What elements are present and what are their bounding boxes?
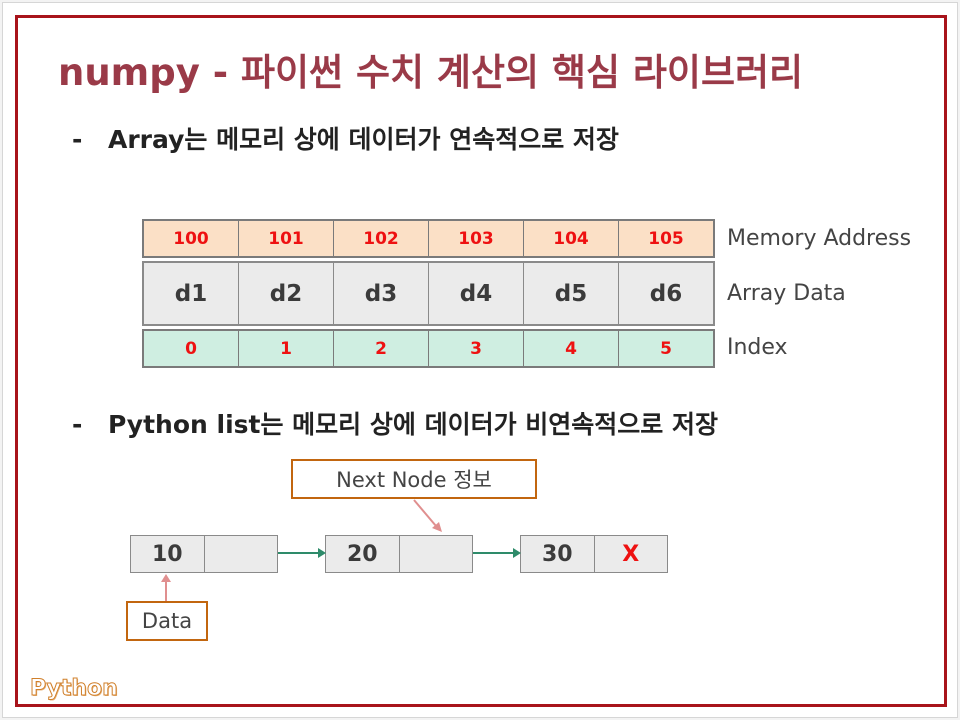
bullet-text: Python list는 메모리 상에 데이터가 비연속적으로 저장 [108,410,718,439]
python-logo-text: Python [30,676,119,702]
index-cell: 3 [429,331,524,366]
index-cell: 4 [524,331,619,366]
array-data-row: d1 d2 d3 d4 d5 d6 [142,261,715,326]
index-cell: 5 [660,338,672,359]
data-cell: d3 [334,263,429,324]
index-cell: 2 [334,331,429,366]
list-node: 30 X [520,535,668,573]
array-data-label: Array Data [727,281,846,306]
next-node-callout: Next Node 정보 [291,459,537,499]
link-arrow-icon [278,548,326,558]
node-next-pointer [205,536,278,572]
index-label: Index [727,335,788,360]
list-node: 10 [130,535,278,573]
bullet-array: -Array는 메모리 상에 데이터가 연속적으로 저장 [72,120,619,156]
node-value: 30 [521,536,595,572]
bullet-dash: - [72,125,83,154]
address-cell: 102 [334,221,429,256]
index-cell: 1 [239,331,334,366]
node-null-pointer: X [622,541,640,567]
address-cell: 104 [524,221,619,256]
bullet-text: Array는 메모리 상에 데이터가 연속적으로 저장 [108,125,619,154]
node-next-pointer [400,536,473,572]
data-cell: d6 [649,280,683,307]
data-pointer-arrow-icon [161,574,171,602]
data-cell: d4 [429,263,524,324]
address-cell: 101 [239,221,334,256]
address-cell: 100 [144,221,239,256]
slide-frame [15,15,947,707]
index-cell: 0 [144,331,239,366]
link-arrow-icon [473,548,521,558]
address-cell: 105 [648,228,684,249]
data-cell: d2 [239,263,334,324]
list-node: 20 [325,535,473,573]
index-row: 0 1 2 3 4 5 [142,329,715,368]
data-callout: Data [126,601,208,641]
node-value: 20 [326,536,400,572]
memory-address-row: 100 101 102 103 104 105 [142,219,715,258]
address-cell: 103 [429,221,524,256]
node-value: 10 [131,536,205,572]
data-cell: d1 [144,263,239,324]
slide-title: numpy - 파이썬 수치 계산의 핵심 라이브러리 [58,51,804,94]
memory-address-label: Memory Address [727,226,912,251]
data-cell: d5 [524,263,619,324]
bullet-dash: - [72,410,83,439]
bullet-python-list: -Python list는 메모리 상에 데이터가 비연속적으로 저장 [72,405,718,441]
next-pointer-arrow-icon [413,499,442,532]
